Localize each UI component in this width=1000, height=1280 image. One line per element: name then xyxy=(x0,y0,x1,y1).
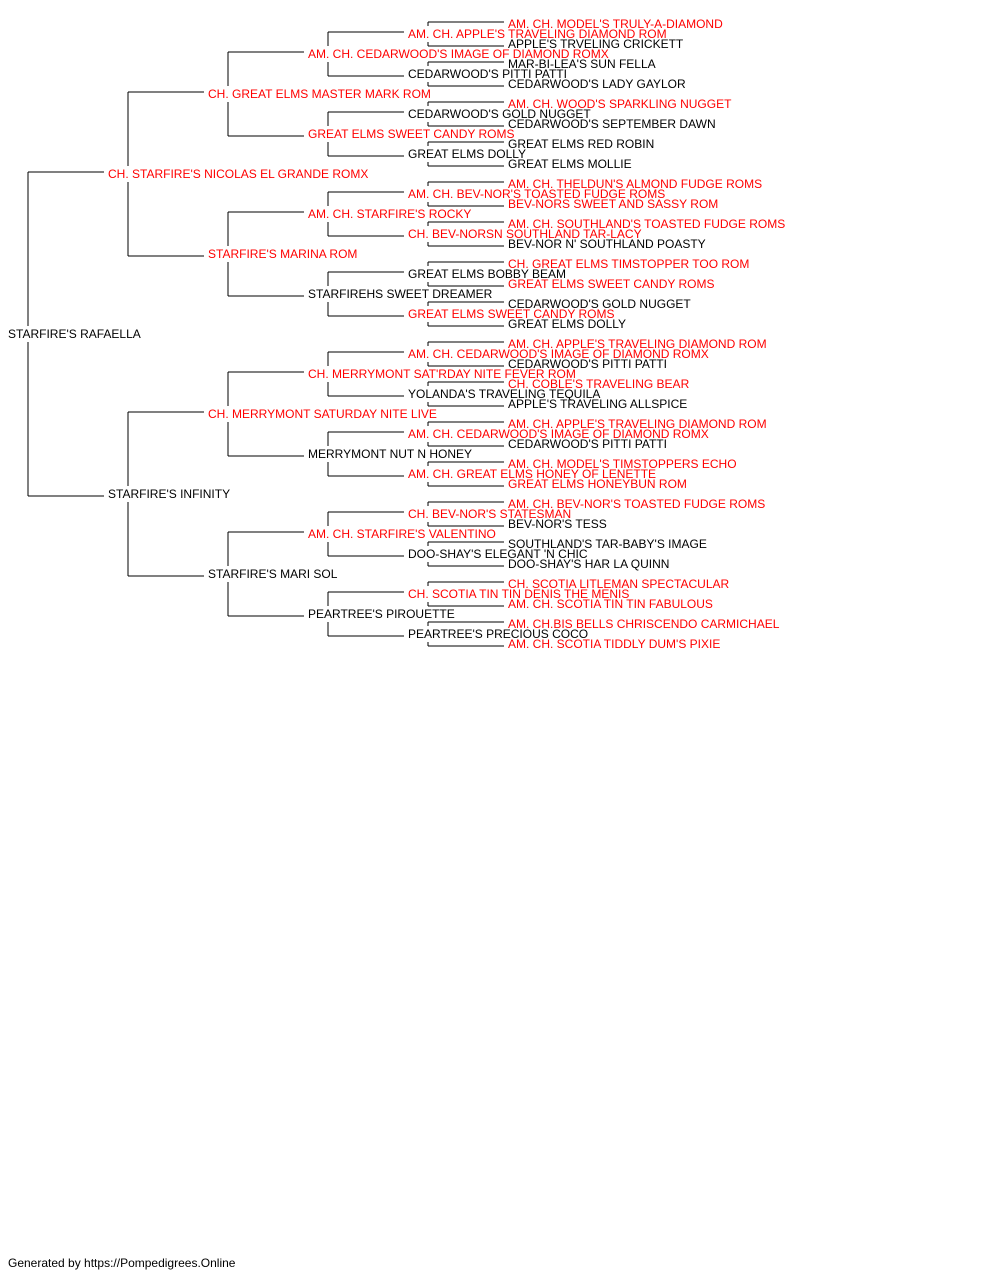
ggg-grandparent-name: GREAT ELMS DOLLY xyxy=(508,317,626,331)
ggg-grandparent-name: GREAT ELMS HONEYBUN ROM xyxy=(508,477,687,491)
ggg-grandparent-name: BEV-NOR N' SOUTHLAND POASTY xyxy=(508,237,706,251)
footer-credit: Generated by https://Pompedigrees.Online xyxy=(8,1256,236,1270)
ggg-grandparent-name: CH. SCOTIA LITLEMAN SPECTACULAR xyxy=(508,577,729,591)
ggg-grandparent-name: AM. CH. THELDUN'S ALMOND FUDGE ROMS xyxy=(508,177,762,191)
great-grandparent-name: STARFIREHS SWEET DREAMER xyxy=(308,287,493,301)
gg-grandparent-name: AM. CH. GREAT ELMS HONEY OF LENETTE xyxy=(408,467,656,481)
gg-grandparent-name: AM. CH. CEDARWOOD'S IMAGE OF DIAMOND ROM… xyxy=(408,347,709,361)
ggg-grandparent-name: AM. CH. BEV-NOR'S TOASTED FUDGE ROMS xyxy=(508,497,765,511)
ggg-grandparent-name: BEV-NOR'S TESS xyxy=(508,517,607,531)
gg-grandparent-name: GREAT ELMS SWEET CANDY ROMS xyxy=(408,307,614,321)
gg-grandparent-name: PEARTREE'S PRECIOUS COCO xyxy=(408,627,588,641)
ggg-grandparent-name: GREAT ELMS RED ROBIN xyxy=(508,137,654,151)
grandparent-name: STARFIRE'S MARINA ROM xyxy=(208,247,357,261)
ggg-grandparent-name: AM. CH. SCOTIA TIN TIN FABULOUS xyxy=(508,597,713,611)
ggg-grandparent-name: CEDARWOOD'S LADY GAYLOR xyxy=(508,77,686,91)
gg-grandparent-name: CH. BEV-NOR'S STATESMAN xyxy=(408,507,571,521)
ggg-grandparent-name: AM. CH. SCOTIA TIDDLY DUM'S PIXIE xyxy=(508,637,720,651)
pedigree-tree: AM. CH. MODEL'S TRULY-A-DIAMOND APPLE'S T… xyxy=(8,17,785,651)
great-grandparent-name: GREAT ELMS SWEET CANDY ROMS xyxy=(308,127,514,141)
gg-grandparent-name: AM. CH. APPLE'S TRAVELING DIAMOND ROM xyxy=(408,27,667,41)
grandparent-name: CH. GREAT ELMS MASTER MARK ROM xyxy=(208,87,431,101)
ggg-grandparent-name: CEDARWOOD'S GOLD NUGGET xyxy=(508,297,691,311)
great-grandparent-name: AM. CH. STARFIRE'S VALENTINO xyxy=(308,527,496,541)
gg-grandparent-name: AM. CH. BEV-NOR'S TOASTED FUDGE ROMS xyxy=(408,187,665,201)
grandparent-name: CH. MERRYMONT SATURDAY NITE LIVE xyxy=(208,407,437,421)
great-grandparent-name: AM. CH. CEDARWOOD'S IMAGE OF DIAMOND ROM… xyxy=(308,47,609,61)
gg-grandparent-name: GREAT ELMS DOLLY xyxy=(408,147,526,161)
ggg-grandparent-name: BEV-NORS SWEET AND SASSY ROM xyxy=(508,197,718,211)
great-grandparent-name: CH. MERRYMONT SAT'RDAY NITE FEVER ROM xyxy=(308,367,576,381)
ggg-grandparent-name: AM. CH. MODEL'S TIMSTOPPERS ECHO xyxy=(508,457,737,471)
ggg-grandparent-name: SOUTHLAND'S TAR-BABY'S IMAGE xyxy=(508,537,707,551)
ggg-grandparent-name: APPLE'S TRAVELING ALLSPICE xyxy=(508,397,687,411)
subject-name: STARFIRE'S RAFAELLA xyxy=(8,327,141,341)
gg-grandparent-name: AM. CH. CEDARWOOD'S IMAGE OF DIAMOND ROM… xyxy=(408,427,709,441)
ggg-grandparent-name: AM. CH. MODEL'S TRULY-A-DIAMOND xyxy=(508,17,723,31)
ggg-grandparent-name: CH. GREAT ELMS TIMSTOPPER TOO ROM xyxy=(508,257,749,271)
ggg-grandparent-name: CEDARWOOD'S PITTI PATTI xyxy=(508,437,667,451)
gg-grandparent-name: CH. BEV-NORSN SOUTHLAND TAR-LACY xyxy=(408,227,642,241)
ggg-grandparent-name: AM. CH. WOOD'S SPARKLING NUGGET xyxy=(508,97,732,111)
parent-name: CH. STARFIRE'S NICOLAS EL GRANDE ROMX xyxy=(108,167,368,181)
ggg-grandparent-name: AM. CH. APPLE'S TRAVELING DIAMOND ROM xyxy=(508,337,767,351)
great-grandparent-name: AM. CH. STARFIRE'S ROCKY xyxy=(308,207,471,221)
ggg-grandparent-name: MAR-BI-LEA'S SUN FELLA xyxy=(508,57,656,71)
grandparent-name: STARFIRE'S MARI SOL xyxy=(208,567,338,581)
gg-grandparent-name: DOO-SHAY'S ELEGANT 'N CHIC xyxy=(408,547,588,561)
ggg-grandparent-name: AM. CH. SOUTHLAND'S TOASTED FUDGE ROMS xyxy=(508,217,785,231)
gg-grandparent-name: CH. SCOTIA TIN TIN DENIS THE MENIS xyxy=(408,587,629,601)
ggg-grandparent-name: AM. CH.BIS BELLS CHRISCENDO CARMICHAEL xyxy=(508,617,780,631)
great-grandparent-name: MERRYMONT NUT N HONEY xyxy=(308,447,472,461)
gg-grandparent-name: GREAT ELMS BOBBY BEAM xyxy=(408,267,566,281)
gg-grandparent-name: CEDARWOOD'S PITTI PATTI xyxy=(408,67,567,81)
ggg-grandparent-name: GREAT ELMS SWEET CANDY ROMS xyxy=(508,277,714,291)
great-grandparent-name: PEARTREE'S PIROUETTE xyxy=(308,607,455,621)
ggg-grandparent-name: GREAT ELMS MOLLIE xyxy=(508,157,632,171)
ggg-grandparent-name: APPLE'S TRVELING CRICKETT xyxy=(508,37,684,51)
gg-grandparent-name: YOLANDA'S TRAVELING TEQUILA xyxy=(408,387,600,401)
gg-grandparent-name: CEDARWOOD'S GOLD NUGGET xyxy=(408,107,591,121)
ggg-grandparent-name: CH. COBLE'S TRAVELING BEAR xyxy=(508,377,690,391)
ggg-grandparent-name: AM. CH. APPLE'S TRAVELING DIAMOND ROM xyxy=(508,417,767,431)
ggg-grandparent-name: DOO-SHAY'S HAR LA QUINN xyxy=(508,557,669,571)
ggg-grandparent-name: CEDARWOOD'S PITTI PATTI xyxy=(508,357,667,371)
parent-name: STARFIRE'S INFINITY xyxy=(108,487,230,501)
ggg-grandparent-name: CEDARWOOD'S SEPTEMBER DAWN xyxy=(508,117,716,131)
